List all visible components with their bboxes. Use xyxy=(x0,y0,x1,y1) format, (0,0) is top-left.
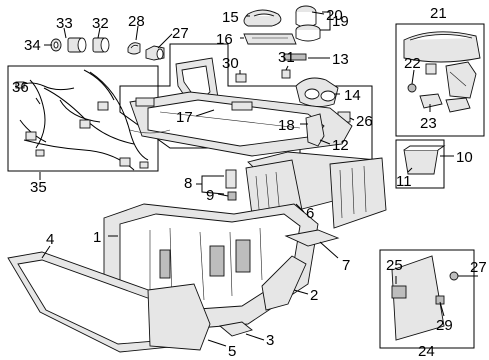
callout-36: 36 xyxy=(12,79,29,96)
callout-numbers: 1 2 3 4 5 6 7 8 9 10 11 12 13 14 15 16 1… xyxy=(12,5,487,360)
bracket-9 xyxy=(227,191,237,201)
clip-27-top xyxy=(145,45,165,61)
callout-1: 1 xyxy=(93,229,101,246)
callout-8: 8 xyxy=(184,175,192,192)
callout-18: 18 xyxy=(278,117,295,134)
side-panel-6-right xyxy=(329,157,387,229)
callout-22: 22 xyxy=(404,55,421,72)
callout-31: 31 xyxy=(278,49,295,66)
clip-28 xyxy=(127,42,141,55)
callout-24: 24 xyxy=(418,343,435,360)
callout-9: 9 xyxy=(206,187,214,204)
callout-5: 5 xyxy=(228,343,236,360)
callout-16: 16 xyxy=(216,31,233,48)
clip-13 xyxy=(283,53,307,61)
callout-20: 20 xyxy=(326,7,343,24)
callout-2: 2 xyxy=(310,287,318,304)
clip-30 xyxy=(235,73,247,83)
armrest-lid xyxy=(403,31,481,113)
bracket-2 xyxy=(261,255,307,311)
front-panel-5 xyxy=(147,283,211,351)
console-trim-plate xyxy=(129,57,353,157)
callout-25: 25 xyxy=(386,257,403,274)
callout-23: 23 xyxy=(420,115,437,132)
callout-28: 28 xyxy=(128,13,145,30)
callout-3: 3 xyxy=(266,332,274,349)
callout-26: 26 xyxy=(356,113,373,130)
callout-30: 30 xyxy=(222,55,239,72)
bracket-18 xyxy=(305,113,325,147)
callout-34: 34 xyxy=(24,37,41,54)
clip-31 xyxy=(281,69,291,79)
bracket-8 xyxy=(225,169,237,189)
callout-11: 11 xyxy=(396,173,412,190)
cupholder-insert-19 xyxy=(295,24,321,42)
storage-bin xyxy=(403,145,446,175)
leader-lines xyxy=(35,11,478,347)
callout-32: 32 xyxy=(92,15,109,32)
mat-7 xyxy=(284,229,340,247)
callout-10: 10 xyxy=(456,149,473,166)
callout-27-top: 27 xyxy=(172,25,189,42)
callout-4: 4 xyxy=(46,231,54,248)
callout-13: 13 xyxy=(332,51,349,68)
shifter-bezel-15 xyxy=(243,9,282,27)
callout-27-right: 27 xyxy=(470,259,487,276)
callout-7: 7 xyxy=(342,257,350,274)
callout-35: 35 xyxy=(30,179,47,196)
side-panel-24 xyxy=(391,255,459,341)
callout-29: 29 xyxy=(436,317,453,334)
wiring-harness xyxy=(15,69,149,171)
callout-6: 6 xyxy=(306,205,314,222)
callout-15: 15 xyxy=(222,9,239,26)
cupholder-14 xyxy=(295,77,339,107)
frame-side-panel xyxy=(379,249,475,349)
callout-17: 17 xyxy=(176,109,193,126)
callout-19: 19 xyxy=(332,13,349,30)
callout-12: 12 xyxy=(332,137,349,154)
frame-storage-bin xyxy=(395,139,445,189)
clip-3 xyxy=(218,321,253,337)
frame-console-trim xyxy=(119,43,373,169)
callout-21: 21 xyxy=(430,5,447,22)
small-clips-top-left xyxy=(50,37,110,53)
callout-14: 14 xyxy=(344,87,361,104)
cupholder-20 xyxy=(295,5,317,28)
trim-plate-16 xyxy=(243,33,297,45)
frame-armrest-lid xyxy=(395,23,485,137)
callout-33: 33 xyxy=(56,15,73,32)
